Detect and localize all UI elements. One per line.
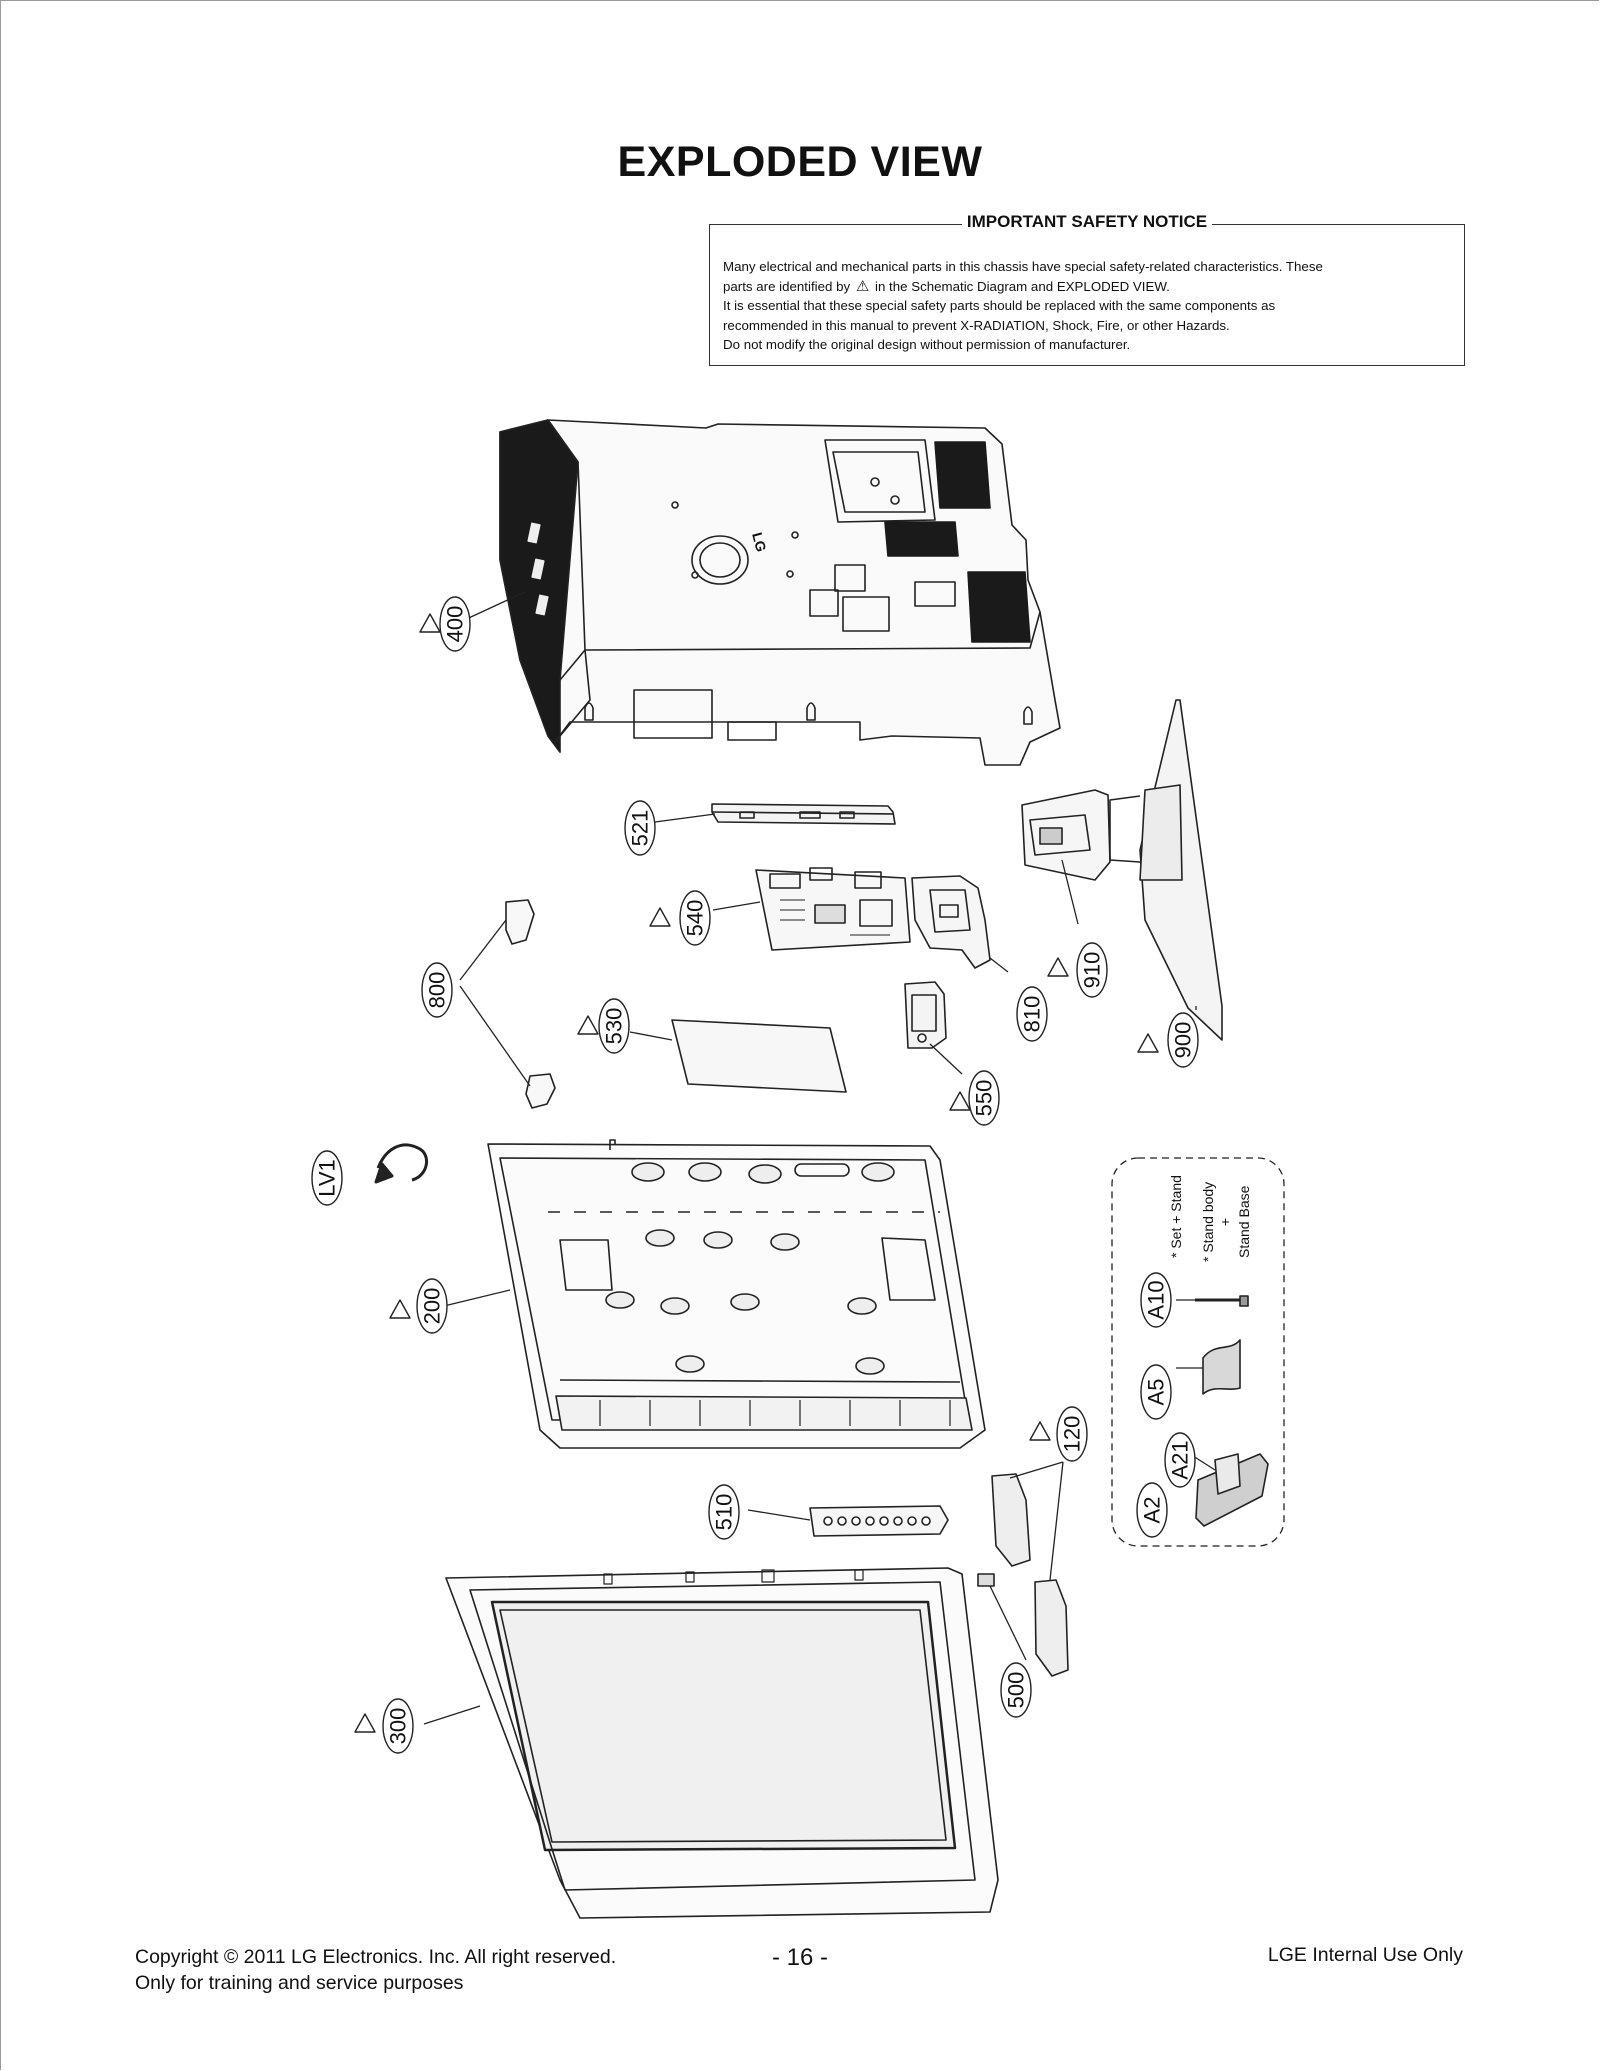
callout-540: 540	[683, 900, 708, 937]
notice-line-5: Do not modify the original design withou…	[723, 337, 1131, 352]
bracket-part-810	[911, 875, 991, 969]
copyright-line: Copyright © 2011 LG Electronics. Inc. Al…	[135, 1946, 617, 1968]
control-board-part-510	[809, 1505, 949, 1537]
legend-plus: +	[1217, 1218, 1233, 1226]
warning-triangle-icon	[649, 907, 671, 927]
notice-line-3: It is essential that these special safet…	[723, 298, 1276, 313]
notice-line-2: parts are identified by ⚠ in the Schemat…	[723, 277, 1170, 295]
safety-marks	[354, 613, 1159, 1733]
warning-triangle-icon	[577, 1015, 599, 1035]
warning-triangle-icon	[1137, 1033, 1159, 1053]
legend-stand-body: * Stand body	[1200, 1182, 1216, 1262]
stand-body-part-910	[1021, 789, 1111, 881]
callout-900: 900	[1171, 1022, 1196, 1059]
page-number: - 16 -	[771, 1944, 828, 1971]
callout-LV1: LV1	[315, 1159, 340, 1197]
callout-500: 500	[1004, 1672, 1029, 1709]
chassis-part-200	[487, 1139, 986, 1449]
main-board-part-540	[755, 867, 911, 951]
cable-part-LV1	[374, 1143, 428, 1184]
notice-line-4: recommended in this manual to prevent X-…	[723, 317, 1230, 333]
bracket-part-521	[711, 803, 896, 825]
screw-A10	[1195, 1295, 1249, 1307]
safety-notice-heading: IMPORTANT SAFETY NOTICE	[710, 212, 1464, 232]
back-cover-part-400: LG	[499, 419, 1061, 766]
bracket-part-800	[505, 899, 556, 1109]
callout-510: 510	[712, 1494, 737, 1531]
callout-521: 521	[628, 810, 653, 847]
callout-910: 910	[1080, 952, 1105, 989]
callout-120: 120	[1060, 1416, 1085, 1453]
callout-400: 400	[443, 606, 468, 643]
accessory-box	[1111, 1157, 1285, 1547]
insulator-sheet-part-530	[671, 1019, 847, 1093]
stand-part-A2	[1195, 1453, 1269, 1527]
legend-stand-base: Stand Base	[1236, 1185, 1252, 1258]
callout-530: 530	[602, 1008, 627, 1045]
small-part-500	[977, 1573, 995, 1587]
callout-810: 810	[1020, 996, 1045, 1033]
callout-550: 550	[972, 1080, 997, 1117]
warning-triangle-icon	[1047, 957, 1069, 977]
callout-A21: A21	[1168, 1440, 1193, 1479]
legend-set-stand: * Set + Stand	[1168, 1175, 1184, 1258]
notice-line-1: Many electrical and mechanical parts in …	[723, 259, 1323, 274]
label-A5	[1202, 1339, 1241, 1395]
callout-300: 300	[386, 1708, 411, 1745]
warning-triangle-icon	[419, 613, 441, 633]
footer-internal-use: LGE Internal Use Only	[1267, 1944, 1463, 1966]
footer-copyright: Copyright © 2011 LG Electronics. Inc. Al…	[135, 1944, 616, 1996]
warning-triangle-icon	[389, 1299, 411, 1319]
callout-ellipses	[311, 596, 1199, 1754]
warning-triangle-icon	[354, 1713, 376, 1733]
page-title: EXPLODED VIEW	[617, 138, 983, 186]
callout-A10: A10	[1144, 1280, 1169, 1319]
front-cabinet-part-300	[445, 1567, 999, 1919]
svg-text:LG: LG	[749, 531, 770, 554]
training-line: Only for training and service purposes	[135, 1972, 464, 1994]
stand-base-part-900	[1109, 699, 1223, 1041]
safety-notice-box: IMPORTANT SAFETY NOTICE Many electrical …	[709, 212, 1465, 366]
callout-800: 800	[425, 972, 450, 1009]
warning-triangle-icon	[949, 1091, 971, 1111]
safety-notice-body: Many electrical and mechanical parts in …	[723, 257, 1451, 355]
callout-A2: A2	[1140, 1497, 1165, 1524]
callout-200: 200	[420, 1288, 445, 1325]
button-part-120	[991, 1473, 1069, 1677]
warning-triangle-icon: ⚠	[855, 277, 870, 295]
warning-triangle-icon	[1029, 1421, 1051, 1441]
bracket-part-550	[904, 981, 947, 1049]
callout-A5: A5	[1144, 1379, 1169, 1406]
